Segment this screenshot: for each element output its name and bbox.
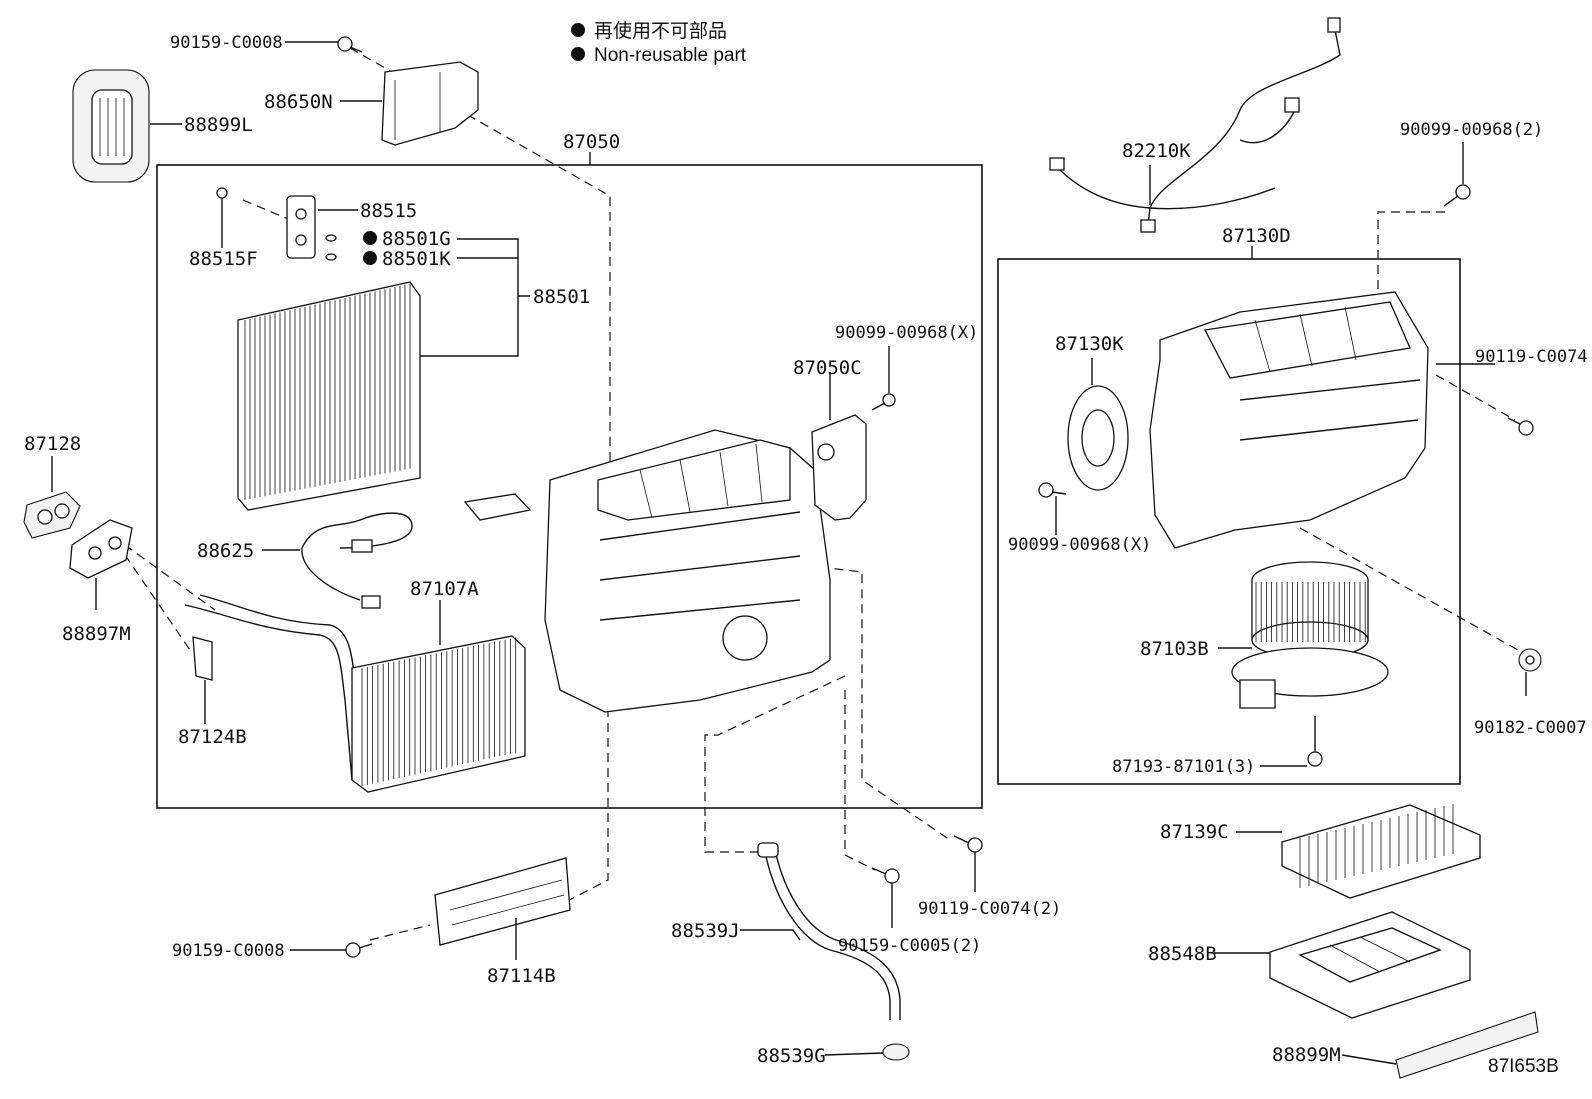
legend-dot-icon — [571, 47, 585, 61]
label-87050: 87050 — [563, 131, 620, 153]
part-88501-evaporator — [237, 281, 421, 511]
part-88539g — [882, 1043, 910, 1061]
part-87130d-blower-case — [1149, 291, 1429, 549]
label-90119-c0074-2: 90119-C0074(2) — [918, 899, 1061, 919]
label-90159-c0005-2: 90159-C0005(2) — [838, 936, 981, 956]
screw-icon — [1443, 184, 1471, 207]
part-90182-c0007 — [1518, 648, 1542, 672]
legend: 再使用不可部品 Non-reusable part — [571, 20, 747, 66]
label-88501: 88501 — [533, 286, 590, 308]
screw-icon — [953, 835, 983, 853]
label-90099-00968x-mid: 90099-00968(X) — [1008, 535, 1151, 555]
label-87103b: 87103B — [1140, 638, 1209, 660]
part-87103b — [1231, 561, 1389, 709]
part-87050-hvac-unit — [463, 429, 831, 713]
legend-en: Non-reusable part — [594, 45, 747, 66]
label-87130k: 87130K — [1055, 333, 1124, 355]
assembly-box-87130d — [997, 258, 1461, 785]
label-87130d: 87130D — [1222, 225, 1291, 247]
callout-labels: 90159-C0008 88650N 88899L 87050 88515 88… — [24, 33, 1588, 1077]
part-88515 — [286, 195, 337, 261]
screw-icon — [1507, 417, 1534, 436]
label-88650n: 88650N — [264, 91, 333, 113]
label-90159-c0008-bot: 90159-C0008 — [172, 941, 285, 961]
assembly-box-87050 — [156, 164, 983, 809]
label-88899l: 88899L — [184, 114, 253, 136]
label-88548b: 88548B — [1148, 943, 1217, 965]
part-87107a-heater-core — [184, 594, 526, 793]
label-82210k: 82210K — [1122, 140, 1191, 162]
label-88501g: 88501G — [382, 228, 451, 250]
label-88539g: 88539G — [757, 1045, 826, 1067]
label-88899m: 88899M — [1272, 1044, 1341, 1066]
label-88515f: 88515F — [189, 248, 258, 270]
label-87050c: 87050C — [793, 357, 862, 379]
legend-jp: 再使用不可部品 — [594, 20, 727, 42]
label-88625: 88625 — [197, 540, 254, 562]
label-88897m: 88897M — [62, 623, 131, 645]
label-90119-c0074: 90119-C0074 — [1475, 347, 1588, 367]
label-88515: 88515 — [360, 200, 417, 222]
part-87050c — [811, 414, 867, 521]
label-90099-00968x-top: 90099-00968(X) — [835, 323, 978, 343]
part-82210k — [1049, 17, 1341, 233]
part-87130k — [1067, 385, 1129, 491]
label-90182-c0007: 90182-C0007 — [1474, 718, 1587, 738]
screw-icon — [337, 36, 363, 53]
part-87114b — [434, 857, 571, 946]
part-88650n — [381, 61, 479, 146]
leader-lines — [51, 41, 1527, 1065]
part-88899l — [72, 69, 150, 183]
non-reusable-dot-icon — [363, 231, 377, 245]
label-87107a: 87107A — [410, 578, 479, 600]
part-88548b — [1269, 911, 1471, 1019]
screw-icon — [1038, 482, 1067, 498]
part-87124b — [192, 636, 213, 681]
part-88539j-drain-hose — [757, 842, 901, 1020]
diagram-code: 87I653B — [1488, 1056, 1559, 1077]
label-87124b: 87124B — [178, 726, 247, 748]
part-87139c-filter — [1281, 804, 1481, 899]
label-90159-c0008-top: 90159-C0008 — [170, 33, 283, 53]
part-88897m — [69, 519, 133, 579]
label-88539j: 88539J — [671, 920, 740, 942]
label-87193-87101-3: 87193-87101(3) — [1112, 757, 1255, 777]
part-88899m — [1395, 1011, 1539, 1079]
screw-icon — [1307, 716, 1323, 767]
label-90099-00968-2: 90099-00968(2) — [1400, 120, 1543, 140]
non-reusable-dot-icon — [363, 251, 377, 265]
screw-icon — [871, 393, 896, 411]
part-87128 — [23, 491, 81, 539]
label-87114b: 87114B — [487, 965, 556, 987]
part-88625 — [301, 512, 413, 609]
screw-icon — [345, 942, 373, 958]
screw-icon — [871, 867, 900, 884]
label-87139c: 87139C — [1160, 821, 1229, 843]
label-87128: 87128 — [24, 433, 81, 455]
label-88501k: 88501K — [382, 248, 451, 270]
legend-dot-icon — [571, 23, 585, 37]
part-88515f — [216, 187, 228, 232]
